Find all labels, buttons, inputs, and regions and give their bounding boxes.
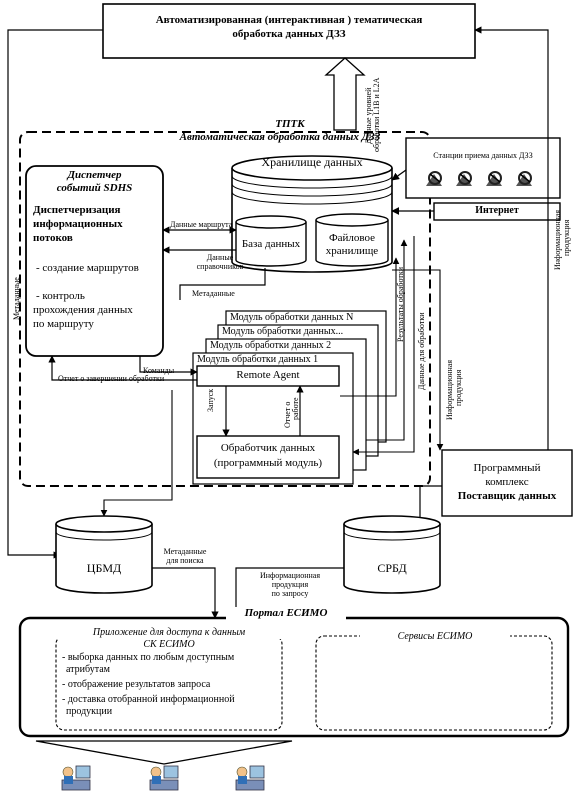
supplier-line-2: комплекс [485,476,529,488]
dispatcher-title-1: Диспетчер [67,169,122,181]
top-processing-box [102,3,476,59]
metadata-search-2: для поиска [166,556,204,565]
levels-up-arrow [324,57,366,131]
agent-to-storage-line [340,257,400,397]
file-storage-label-2: хранилище [325,245,379,257]
levels-label-2: обработки L1B и L2A [372,77,381,152]
database-label: База данных [241,238,301,250]
completion-report-label: Отчет о завершении обработки [58,374,165,383]
info-products-right-2: продукция [562,219,571,256]
info-products-mid-2: продукция [454,369,463,406]
top-title-line1: Автоматизированная (интерактивная ) тема… [155,14,423,26]
dispatcher-title-2: событий SDHS [56,182,133,194]
work-report-label-2: работе [291,397,300,420]
stations-arrow [391,169,407,181]
metadata-inner-line [179,268,266,300]
info-request-3: по запросу [271,589,309,598]
dispatcher-heading-3: потоков [33,232,73,244]
cbmd-cylinder [55,515,153,594]
info-products-right-line [474,26,549,450]
services-box [315,635,553,731]
supplier-line-3: Поставщик данных [457,490,557,502]
module-1-label: Модуль обработки данных 1 [197,354,319,365]
ref-data-label-2: справочников [196,262,244,271]
tptk-subtitle: Автоматическая обработка данных ДЗЗ [179,131,381,143]
data-for-processing-label: Данные для обработки [417,312,426,391]
services-label: Сервисы ЕСИМО [360,631,510,643]
stations-box [405,137,561,199]
dispatcher-box [25,165,164,357]
stations-label: Станции приема данных ДЗЗ [433,151,533,160]
dispatcher-item-2c: по маршруту [33,318,94,330]
app-title-2: СК ЕСИМО [143,639,195,650]
user-computer-icon [61,765,265,791]
dispatcher-item-2a: - контроль [36,290,85,302]
satellite-dish-icon [426,171,532,186]
processing-results-label: Результаты обработки [396,266,405,342]
dispatcher-heading-1: Диспетчеризация [33,204,121,216]
handler-label-2: (программный модуль) [213,457,323,469]
info-products-mid-1: Информационная [445,359,454,420]
metadata-left-line [7,29,103,559]
file-storage-cylinder [315,213,389,267]
info-products-right-1: Информационная [553,209,562,270]
file-storage-label-1: Файловое [328,232,376,244]
launch-label: Запуск [206,388,215,412]
info-products-mid-line [392,269,444,451]
handler-label-1: Обработчик данных [220,442,316,454]
results-line [366,239,408,441]
app-bullet-1b: атрибутам [66,664,110,675]
srbd-label: СРБД [377,561,407,575]
supplier-line-1: Программный [473,462,541,474]
storage-title: Хранилище данных [261,155,363,169]
app-title-1: Приложение для доступа к данным [56,627,282,639]
modules-to-cbmd-line [100,390,173,517]
cbmd-label: ЦБМД [86,561,122,575]
app-bullet-2: - отображение результатов запроса [62,679,211,690]
metadata-inner-label: Метаданные [192,289,235,298]
app-bullet-1a: - выборка данных по любым доступным [62,652,235,663]
srbd-cylinder [343,515,441,594]
dispatcher-item-2b: прохождения данных [33,304,133,316]
module-n-label: Модуль обработки данных N [230,312,354,323]
database-cylinder [235,215,307,267]
metadata-left-label: Метаданные [12,277,21,320]
tptk-title: ТПТК [275,118,305,130]
commands-label: Команды [143,366,175,375]
ref-data-label-1: Данные [206,253,234,262]
module-2-label: Модуль обработки данных 2 [210,340,332,351]
dispatcher-heading-2: информационных [33,218,123,230]
top-title-line2: обработка данных ДЗЗ [232,28,346,40]
handler-box [196,435,340,479]
route-data-label: Данные маршрута [170,220,233,229]
data-for-processing-line [352,236,415,456]
remote-agent-label: Remote Agent [236,369,300,381]
portal-title: Портал ЕСИМО [226,607,346,620]
completion-report-arrow [48,355,197,381]
dispatcher-item-1: - создание маршрутов [36,262,139,274]
info-request-2: продукция [271,580,309,589]
tptk-frame [19,131,431,487]
metadata-search-1: Метаданные [163,547,207,556]
cbmd-to-portal-arrow [152,567,219,619]
info-request-1: Информационная [259,571,321,580]
remote-agent-box [196,365,340,387]
app-bullet-3b: продукции [66,706,113,717]
users-funnel [35,740,293,765]
internet-label: Интернет [475,205,519,216]
commands-arrow [139,356,198,376]
srbd-to-portal-arrow [232,567,344,619]
app-bullet-3a: - доставка отобранной информационной [62,694,235,705]
module-dots-label: Модуль обработки данных... [222,326,344,337]
supplier-box [441,449,573,517]
